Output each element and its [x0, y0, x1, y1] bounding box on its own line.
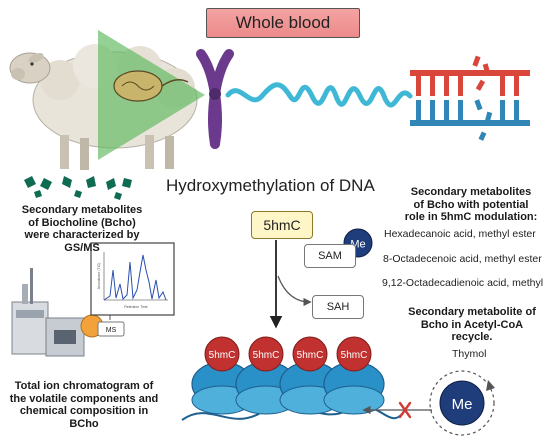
nucleosome-tag-label-3: 5hmC	[297, 350, 324, 361]
chromatogram-caption-line: Total ion chromatogram of	[14, 380, 154, 392]
chromatogram-y-axis-label: Abundance (TIC)	[97, 263, 101, 290]
thymol-label: Thymol	[452, 348, 487, 360]
metabolite-item: Hexadecanoic acid, methyl ester	[384, 228, 536, 240]
crystal-icons	[24, 176, 132, 200]
chromatogram	[90, 242, 175, 316]
metabolite-item: 8-Octadecenoic acid, methyl ester	[383, 253, 542, 265]
acetyl-coa-heading-line: recycle.	[451, 331, 493, 343]
sam-box-label: SAM	[318, 250, 342, 262]
chromatogram-caption-line: chemical composition in	[19, 405, 149, 417]
acetyl-coa-heading: Secondary metabolite of Bcho in Acetyl-C…	[404, 306, 540, 344]
side-curve-arrow	[277, 275, 312, 307]
gc-ms-instrument	[11, 268, 85, 357]
metabolite-item: 9,12-Octadecadienoic acid, methyl	[382, 277, 544, 289]
recycle-arrowhead	[486, 380, 495, 391]
organ-icon	[113, 70, 189, 102]
5hmc-box: 5hmC	[251, 211, 313, 239]
modulation-heading: Secondary metabolites of Bcho with poten…	[396, 186, 546, 224]
blocked-x-icon	[398, 401, 412, 419]
chromatogram-caption-line: BCho	[69, 417, 99, 430]
chromosome-icon	[196, 49, 234, 149]
modulation-heading-line: role in 5hmC modulation:	[404, 211, 538, 223]
nucleosome-tags	[204, 336, 372, 372]
dna-coil	[225, 82, 413, 108]
recycle-dashed-ring	[429, 370, 495, 436]
nucleosome-tag-label-1: 5hmC	[209, 350, 236, 361]
acetyl-coa-heading-line: Secondary metabolite of	[408, 306, 536, 318]
diagram-title: Hydroxymethylation of DNA	[166, 176, 375, 195]
modulation-heading-line: Secondary metabolites	[410, 186, 532, 198]
gcms-caption-line: of Biocholine (Bcho)	[28, 216, 136, 229]
gcms-caption-line: were characterized by	[24, 229, 140, 241]
gcms-caption: Secondary metabolites of Biocholine (Bch…	[8, 204, 156, 254]
ms-label: MS	[106, 327, 117, 334]
nucleosome-tag-label-2: 5hmC	[253, 350, 280, 361]
5hmc-box-label: 5hmC	[263, 217, 301, 233]
chromatogram-caption-line: the volatile components and	[9, 392, 159, 405]
whole-blood-banner: Whole blood	[206, 8, 360, 38]
gcms-caption-line: GS/MS	[64, 241, 100, 254]
ms-label-box	[97, 321, 125, 337]
whole-blood-label: Whole blood	[235, 13, 331, 32]
gcms-caption-line: Secondary metabolites	[21, 204, 143, 216]
acetyl-coa-heading-line: Bcho in Acetyl-CoA	[420, 318, 524, 331]
me-label-recycle: Me	[452, 396, 473, 413]
chromatogram-caption: Total ion chromatogram of the volatile c…	[4, 380, 164, 430]
chromatogram-x-axis-label: Retention Time	[124, 305, 148, 309]
me-circle-recycle	[439, 380, 485, 426]
sah-box: SAH	[312, 295, 364, 319]
modulation-heading-line: of Bcho with potential	[413, 198, 529, 211]
dna-ladder	[410, 55, 530, 141]
sah-box-label: SAH	[326, 301, 350, 313]
nucleosome-tag-label-4: 5hmC	[341, 350, 368, 361]
sam-box: SAM	[304, 244, 356, 268]
nucleosome-array	[181, 361, 403, 421]
